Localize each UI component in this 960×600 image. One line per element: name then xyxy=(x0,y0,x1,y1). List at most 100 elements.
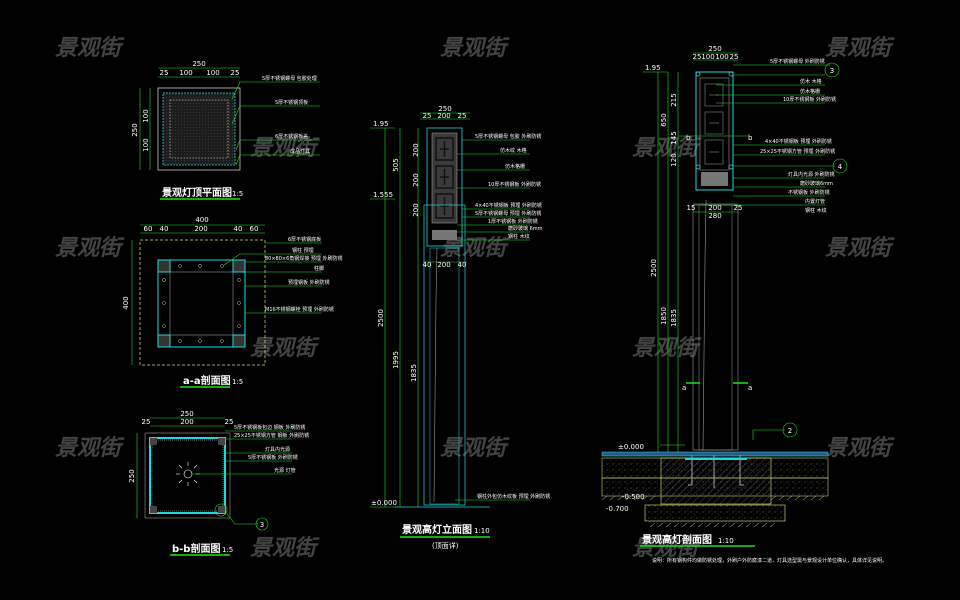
base-plate xyxy=(685,458,747,460)
pole-outer xyxy=(692,204,739,451)
dim-text: 200 xyxy=(437,261,450,269)
callout-label: 仿木格栅 xyxy=(505,163,525,170)
dimension-lines xyxy=(136,417,292,556)
detail-callout-number: 3 xyxy=(830,67,834,75)
callout-label: 10厚不锈钢板 外刷防锈 xyxy=(488,181,541,188)
pole-inner xyxy=(429,247,460,505)
callout-label: 磨砂玻璃 6mm xyxy=(508,225,543,232)
view-subtitle: (顶面详) xyxy=(432,541,459,550)
dim-text: 40 xyxy=(234,225,243,233)
dim-text: 100 xyxy=(179,69,192,77)
callout-label: 25×25不锈钢方管 预埋 外刷防锈 xyxy=(760,148,835,155)
inner-frame xyxy=(169,271,234,336)
dim-text: 200 xyxy=(180,418,193,426)
corner-tube xyxy=(218,438,225,445)
callout-label: 磨砂玻璃6mm xyxy=(800,180,833,187)
dim-text: 100 xyxy=(142,138,150,151)
callout-label: 钢柱 木纹 xyxy=(508,233,530,240)
dim-text: 1835 xyxy=(410,364,418,382)
callout-label: 25×25不锈钢方管 钢板 外刷防锈 xyxy=(234,432,309,439)
dim-text: 40 xyxy=(458,261,467,269)
anchor-bolts xyxy=(688,455,744,488)
callout-label: 钢柱 木纹 xyxy=(805,207,827,214)
corner-tube xyxy=(150,506,157,513)
bolt-marks xyxy=(162,264,241,343)
callout-label: 光源 灯管 xyxy=(274,467,296,474)
callout-label: 钢柱 预埋 xyxy=(292,247,314,254)
dim-text: 100 xyxy=(701,53,714,61)
callout-label: 80×80×6角钢焊接 预埋 外刷防锈 xyxy=(265,255,342,262)
detail-callout-number: 4 xyxy=(838,163,843,171)
dim-text: 40 xyxy=(423,261,432,269)
level-mark: 1.95 xyxy=(645,64,661,72)
callout-label: 5厚不锈钢螺母 包胶处理 xyxy=(262,75,317,82)
dim-text: 505 xyxy=(392,158,400,171)
callout-label: M16不锈钢螺栓 预埋 外刷防锈 xyxy=(265,306,334,313)
dim-text: 250 xyxy=(131,123,139,136)
level-mark: -0.700 xyxy=(606,505,629,513)
dim-text: 60 xyxy=(144,225,153,233)
outer-outline xyxy=(144,432,231,519)
corner-tube xyxy=(150,438,157,445)
dim-text: 2500 xyxy=(650,259,658,277)
corner-angle xyxy=(232,334,246,348)
callout-label: 内置灯管 xyxy=(805,198,825,205)
dim-text: 25 xyxy=(225,418,234,426)
detail-callout-number: 3 xyxy=(260,521,264,529)
dim-text: 25 xyxy=(734,204,743,212)
corner-angle xyxy=(232,259,246,273)
section-mark: a xyxy=(682,384,686,392)
dim-text: 250 xyxy=(438,105,451,113)
view-scale: 1:5 xyxy=(232,378,243,386)
dim-text: 200 xyxy=(412,143,420,156)
watermark: 景观街 xyxy=(55,36,125,61)
section-view: 250 25 100 100 25 15 200 25 280 2500 185… xyxy=(601,45,887,564)
dim-text: 25 xyxy=(142,418,151,426)
drawing-note: 说明：所有钢构件均做防锈处理，外刷户外防腐漆二道，灯具选型需与景观设计单位确认，… xyxy=(652,557,887,564)
level-mark: 1.555 xyxy=(373,191,393,199)
outer-plate xyxy=(157,87,241,171)
section-bb-view: 250 25 200 25 250 5厚不锈钢板包边 钢板 外刷防锈 25×25… xyxy=(128,410,309,556)
paving-layer xyxy=(601,451,829,457)
section-mark: a xyxy=(748,384,752,392)
callout-label: 灯具内光源 xyxy=(265,446,290,453)
watermark: 景观街 xyxy=(250,336,320,361)
view-scale: 1:10 xyxy=(474,527,490,535)
callout-label: 5厚不锈钢板 外刷防锈 xyxy=(248,454,298,461)
dim-text: 200 xyxy=(194,225,207,233)
callout-label: 灯具内光源 外刷防锈 xyxy=(788,171,835,178)
watermark: 景观街 xyxy=(440,436,510,461)
dim-text: 25 xyxy=(160,69,169,77)
dim-text: 1850 xyxy=(660,307,668,325)
corner-angle xyxy=(157,334,171,348)
section-mark: b xyxy=(748,134,753,142)
watermark: 景观街 xyxy=(825,236,895,261)
dim-text: 15 xyxy=(687,204,696,212)
dim-text: 250 xyxy=(708,45,721,53)
dim-text: 250 xyxy=(192,60,205,68)
frosted-glass xyxy=(701,172,728,186)
callout-label: 预埋钢板 外刷防锈 xyxy=(288,279,330,286)
dim-text: 2500 xyxy=(377,309,385,327)
pole-outer xyxy=(423,204,466,506)
dim-text: 250 xyxy=(128,469,136,482)
callout-label: 仿木格栅 xyxy=(800,88,820,95)
dim-text: 25 xyxy=(693,53,702,61)
callout-label: 6厚不锈钢底板 xyxy=(288,236,321,243)
dim-text: 120 xyxy=(670,153,678,166)
dim-text: 650 xyxy=(660,113,668,126)
base-plate xyxy=(139,239,266,366)
callout-label: 成品灯具 xyxy=(290,148,310,155)
ground-hatch xyxy=(601,495,825,528)
lamp-head-frame xyxy=(426,127,463,247)
detail-callout-number: 2 xyxy=(788,427,792,435)
callout-label: 不锈钢板 外刷防锈 xyxy=(788,189,830,196)
callout-label: 10厚不锈钢板 外刷防锈 xyxy=(783,96,836,103)
section-aa-view: 400 60 40 200 40 60 400 6厚不锈钢底板 钢柱 预埋 80… xyxy=(122,216,342,388)
callout-label: 5厚不锈钢板包边 钢板 外刷防锈 xyxy=(234,424,305,431)
level-mark: ±0.000 xyxy=(618,443,644,451)
inner-edge xyxy=(151,439,224,512)
watermark: 景观街 xyxy=(632,336,702,361)
wood-grain-line xyxy=(702,199,707,451)
